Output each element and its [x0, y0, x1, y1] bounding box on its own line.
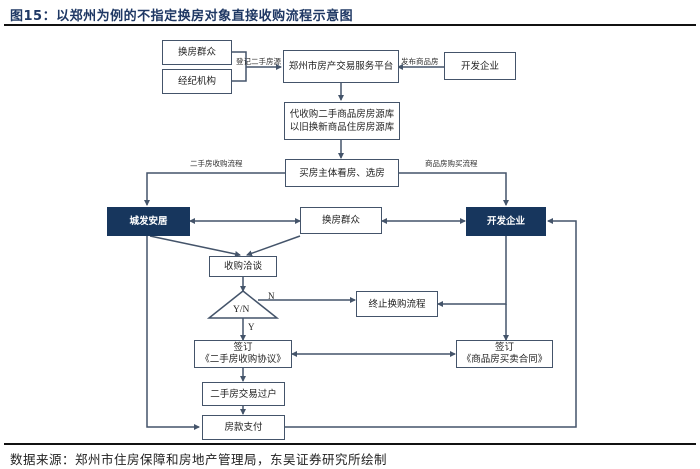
bottom-rule — [4, 443, 696, 445]
node-transfer: 二手房交易过户 — [202, 382, 285, 406]
label-secondhand-flow: 二手房收购流程 — [190, 159, 243, 168]
edge-chengfa-to-payment — [146, 236, 200, 430]
node-swap-public-top: 换房群众 — [162, 40, 232, 65]
label-register: 登记二手房源 — [236, 57, 281, 66]
label-new-flow: 商品房购买流程 — [425, 159, 478, 168]
node-developer-mid: 开发企业 — [466, 207, 546, 236]
edge-select-to-developer — [398, 172, 509, 206]
label-yes: Y — [248, 322, 255, 332]
node-chengfa-anju: 城发安居 — [107, 207, 190, 236]
node-negotiation: 收购洽谈 — [209, 256, 277, 277]
node-developer-top: 开发企业 — [444, 52, 516, 80]
node-payment: 房款支付 — [202, 415, 285, 440]
node-sign-secondhand: 签订 《二手房收购协议》 — [194, 340, 292, 368]
edge-payment-to-developer — [285, 218, 577, 428]
figure-title: 图15：以郑州为例的不指定换房对象直接收购流程示意图 — [10, 9, 354, 24]
top-rule — [4, 24, 696, 26]
edge-swap-to-negotiation — [246, 235, 301, 257]
edge-select-to-chengfa — [144, 172, 287, 206]
node-housing-pool: 代收购二手商品房房源库 以旧换新商品住房房源库 — [284, 102, 400, 140]
edge-chengfa-to-negotiation — [149, 235, 241, 257]
label-publish: 发布商品房 — [401, 57, 439, 66]
node-agency: 经纪机构 — [162, 69, 232, 94]
figure-source: 数据来源：郑州市住房保障和房地产管理局，东吴证券研究所绘制 — [10, 452, 388, 467]
node-swap-public-mid: 换房群众 — [300, 207, 382, 234]
decision-label: Y/N — [233, 305, 250, 315]
label-no: N — [268, 291, 275, 301]
node-buyer-select: 买房主体看房、选房 — [285, 159, 399, 187]
node-sign-newhouse: 签订 《商品房买卖合同》 — [456, 340, 553, 368]
node-terminate: 终止换购流程 — [356, 291, 438, 317]
node-platform: 郑州市房产交易服务平台 — [283, 50, 399, 83]
decision-triangle — [206, 290, 280, 319]
edge-developer-to-terminate — [437, 236, 507, 307]
